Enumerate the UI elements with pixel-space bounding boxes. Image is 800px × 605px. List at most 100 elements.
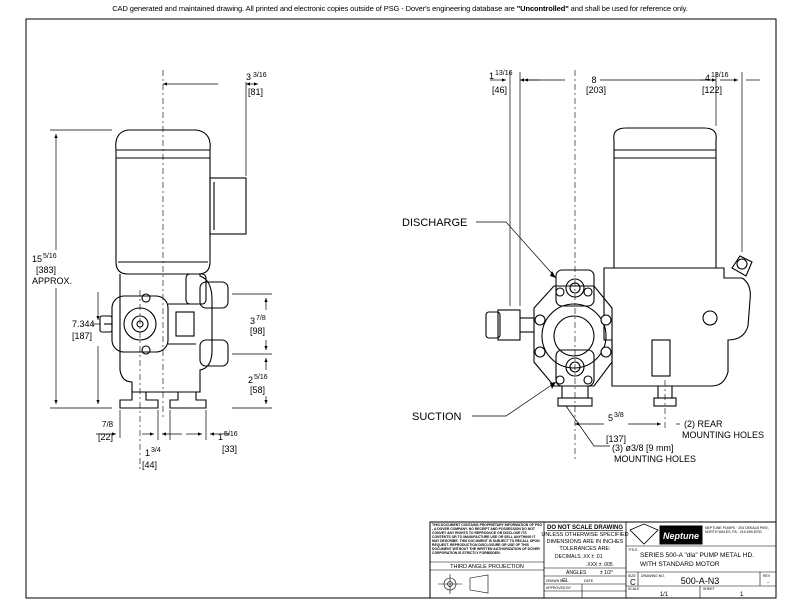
drawing-no: 500-A-N3 [681, 576, 720, 586]
units-line2: DIMENSIONS ARE IN INCHES [547, 539, 624, 545]
side-foot-width-dim: 7/8 [22] [98, 420, 114, 442]
front-mid-dim: 8 [203] [586, 75, 606, 95]
logo-emblem-icon [629, 523, 659, 545]
rear-dim-frac: 3/8 [614, 412, 624, 419]
overall-height-frac: 5/16 [43, 253, 57, 260]
side-view [99, 129, 247, 409]
proprietary-notice: THIS DOCUMENT CONTAINS PROPRIETARY INFOR… [432, 523, 543, 555]
dim-left-frac: 13/16 [495, 70, 513, 77]
suction-label: SUCTION [412, 411, 462, 423]
foot-spacing-whole: 1 [145, 448, 150, 458]
front-left-dim: 1 13/16 [46] [489, 70, 513, 95]
foot-width-frac: 7/8 [102, 420, 114, 429]
dim-right-whole: 4 [705, 73, 710, 83]
title-line2: WITH STANDARD MOTOR [640, 561, 720, 568]
note-suffix: and shall be used for reference only. [568, 4, 688, 13]
sheet-label: SHEET [703, 587, 716, 591]
overall-height-note: APPROX. [32, 276, 72, 286]
drawing-border [25, 18, 777, 599]
side-foot-spacing-dim: 1 3/4 [44] [142, 447, 161, 470]
rev-value: - [767, 580, 769, 586]
front-left-fitting [497, 309, 521, 341]
side-top-offset-dim: 3 3/16 [81] [246, 72, 267, 97]
front-vent-cap [731, 255, 753, 277]
units-line1: UNLESS OTHERWISE SPECIFIED [541, 532, 628, 538]
title-line1: SERIES 500-A "dla" PUMP METAL HD. [640, 552, 754, 559]
front-right-dim: 4 13/16 [122] [702, 72, 729, 95]
rear-holes-line2: MOUNTING HOLES [682, 430, 764, 440]
projection-label: THIRD ANGLE PROJECTION [450, 564, 524, 570]
angles-label: ANGLES [566, 570, 587, 576]
discharge-label: DISCHARGE [402, 217, 467, 229]
rear-dim-mm: [137] [606, 434, 626, 444]
dim-right-mm: [122] [702, 85, 722, 95]
scale-value: 1/1 [660, 592, 669, 598]
front-pump-head [533, 285, 613, 387]
title-label: TITLE [628, 548, 638, 552]
front-view [485, 127, 753, 407]
drawn-by-label: DRAWN BY [546, 579, 565, 583]
side-base-width-dim: 1 5/16 [33] [218, 431, 238, 454]
side-junction-box [209, 177, 247, 235]
side-port-height-dim: 7.344 [187] [72, 319, 95, 341]
company-info: NEPTUNE PUMPS · 204 DEKALB PIKE, NORTH W… [705, 526, 769, 535]
port-spacing-frac: 7/8 [256, 315, 266, 322]
note-prefix: CAD generated and maintained drawing. Al… [112, 4, 517, 13]
base-width-whole: 1 [218, 432, 223, 442]
uncontrolled-copy-note: CAD generated and maintained drawing. Al… [0, 4, 800, 13]
third-angle-symbol [438, 574, 489, 594]
company-logo [659, 525, 703, 545]
foot-spacing-frac: 3/4 [151, 447, 161, 454]
tol-decimals-2: DECIMALS .XX ± .01 [555, 554, 603, 560]
size-label: SIZE [628, 574, 636, 578]
date-label: DATE [584, 579, 594, 583]
front-rear-dim: 5 3/8 [137] [606, 412, 626, 444]
title-block-text: THIS DOCUMENT CONTAINS PROPRIETARY INFOR… [432, 523, 771, 598]
lower-port-frac: 5/16 [254, 374, 268, 381]
foot-spacing-mm: [44] [142, 460, 157, 470]
side-lower-port-dim: 2 5/16 [58] [248, 374, 268, 395]
side-base-foot [169, 392, 207, 409]
dim-mid-mm: [203] [586, 85, 606, 95]
drawn-by-value: GL [562, 578, 569, 584]
dim-right-frac: 13/16 [711, 72, 729, 79]
scale-label: SCALE [628, 587, 640, 591]
dim-left-whole: 1 [489, 71, 494, 81]
side-foot [119, 392, 159, 409]
foot-width-mm: [22] [98, 432, 113, 442]
side-pump-body [119, 274, 213, 393]
top-offset-whole: 3 [246, 72, 251, 82]
dim-left-mm: [46] [492, 85, 507, 95]
port-spacing-whole: 3 [250, 316, 255, 326]
front-motor-body [613, 127, 717, 269]
front-gearbox [603, 267, 751, 387]
lower-port-whole: 2 [248, 375, 253, 385]
port-height-mm: [187] [72, 331, 92, 341]
approved-by-label: APPROVED BY [546, 586, 572, 590]
port-spacing-mm: [98] [250, 326, 265, 336]
top-offset-frac: 3/16 [253, 72, 267, 79]
top-offset-mm: [81] [248, 87, 263, 97]
note-emphasis: "Uncontrolled" [516, 4, 569, 13]
size-value: C [630, 578, 636, 587]
base-width-frac: 5/16 [224, 431, 238, 438]
rear-holes-line1: (2) REAR [684, 419, 723, 429]
dim-mid-whole: 8 [591, 75, 596, 85]
do-not-scale: DO NOT SCALE DRAWING [547, 525, 623, 531]
lower-port-mm: [58] [250, 385, 265, 395]
holes-line1: (3) ø3/8 [9 mm] [612, 443, 674, 453]
side-overall-height-dim: 15 5/16 [383] APPROX. [32, 253, 72, 286]
overall-height-inch: 15 [32, 254, 42, 264]
tolerances-label: TOLERANCES ARE: [559, 546, 611, 552]
tol-decimals-3: .XXX ± .005 [586, 562, 613, 568]
overall-height-mm: [383] [36, 265, 56, 275]
rev-label: REV [763, 574, 771, 578]
angles-value: ± 1/2° [600, 570, 613, 576]
sheet-value: 1 [740, 592, 744, 598]
holes-line2: MOUNTING HOLES [614, 454, 696, 464]
side-motor-body [115, 129, 211, 275]
side-port-spacing-dim: 3 7/8 [98] [250, 315, 266, 336]
title-block [429, 521, 777, 599]
logo-text: Neptune [663, 531, 699, 541]
